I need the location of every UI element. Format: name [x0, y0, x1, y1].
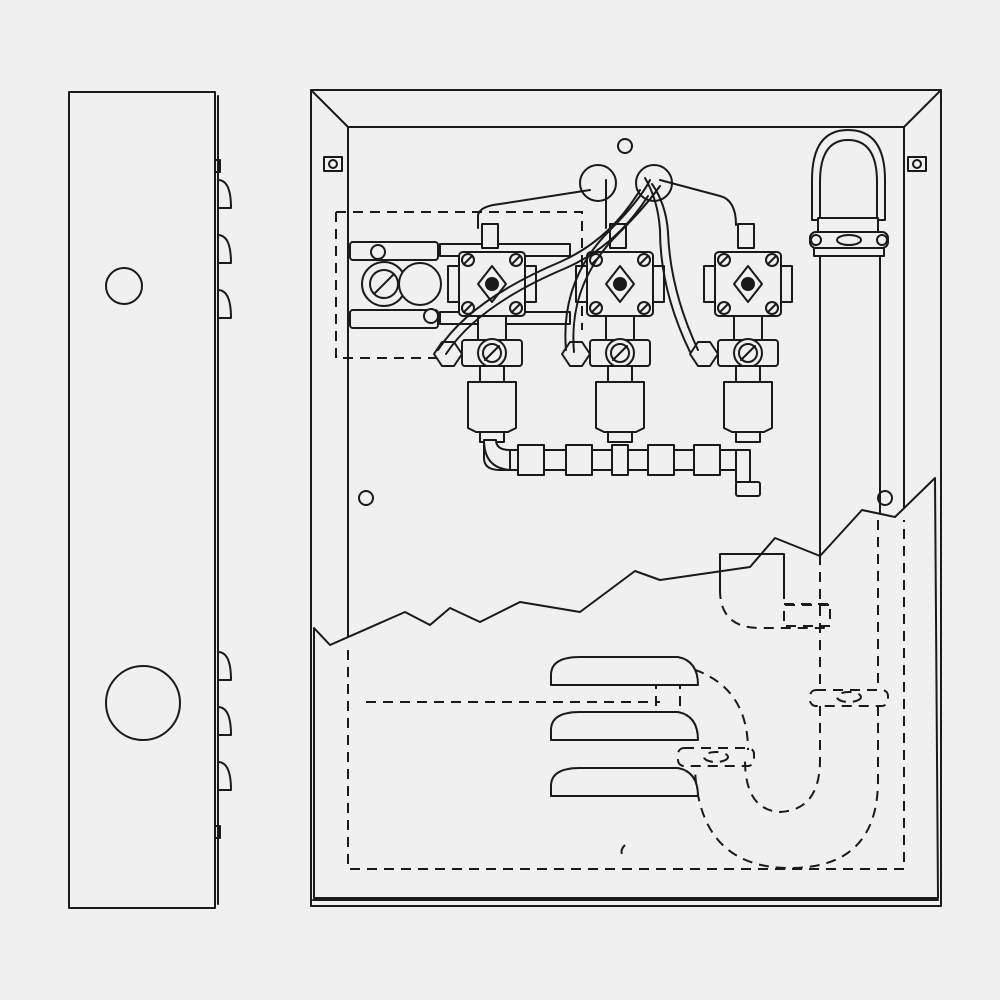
gas-valve: [561, 223, 665, 443]
wiring: [437, 164, 737, 355]
gas-valve: [433, 223, 537, 443]
vent-pipe: [809, 129, 889, 556]
side-louvers: [217, 179, 232, 791]
louver: [217, 234, 232, 264]
gas-valve: [689, 223, 793, 443]
louver: [217, 289, 232, 319]
front-view: [310, 89, 942, 907]
solenoid-valves: [433, 223, 793, 443]
louver: [217, 179, 232, 209]
knockout-large: [105, 665, 181, 741]
control-board: [335, 211, 583, 359]
burner: [550, 767, 699, 797]
hidden-lines: [347, 520, 905, 870]
side-view: [68, 91, 232, 909]
louver: [217, 706, 232, 736]
knockout-small: [105, 267, 143, 305]
burner: [550, 656, 699, 686]
burner: [550, 711, 699, 741]
manifold-pipe: [483, 439, 761, 497]
louver: [217, 651, 232, 681]
cutaway-break: [313, 477, 939, 899]
burner-louvers: [550, 656, 699, 797]
louver: [217, 761, 232, 791]
